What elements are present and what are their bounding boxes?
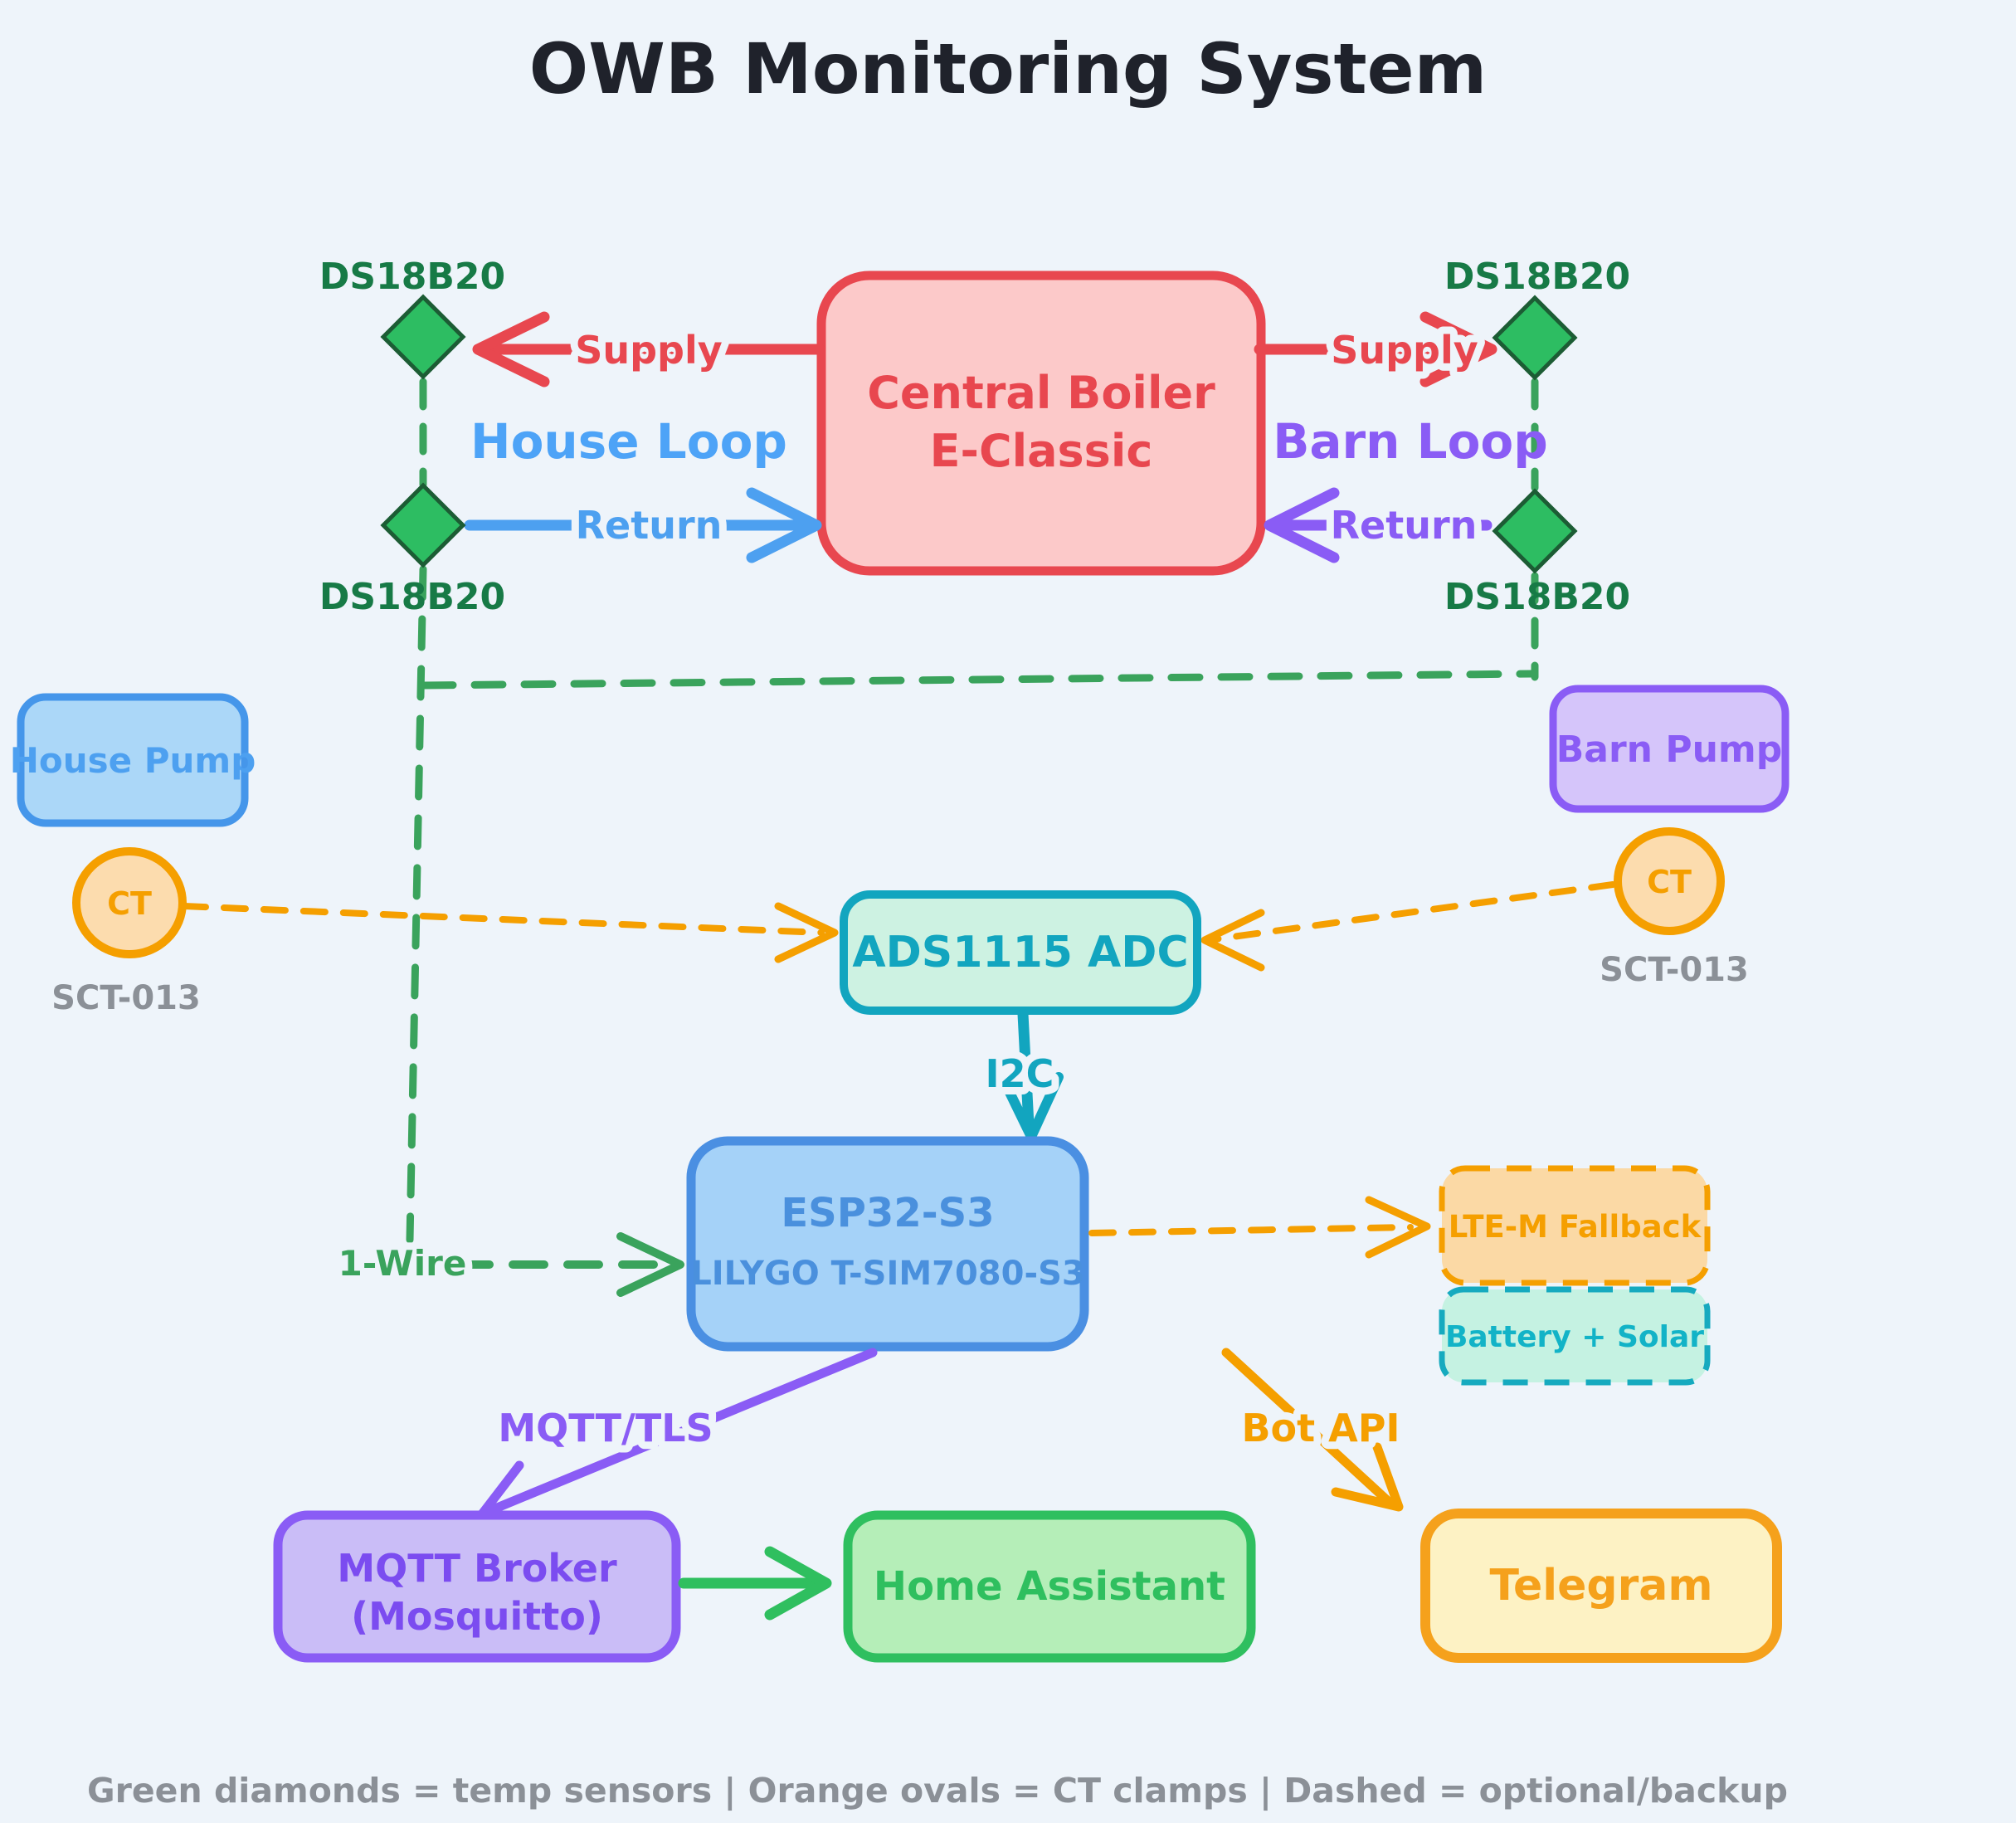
one-wire-label: 1-Wire xyxy=(338,1243,467,1284)
house-loop-label: House Loop xyxy=(470,413,787,470)
barn-pump-box xyxy=(1549,685,1790,813)
one-wire-arrowhead-icon xyxy=(616,1232,684,1297)
house-ct-oval-icon xyxy=(72,847,187,958)
ct-clamp-barn: CT SCT-013 xyxy=(1600,827,1749,989)
esp32-box xyxy=(686,1136,1089,1352)
central-boiler-label-line1: Central Boiler xyxy=(867,367,1215,419)
house-pump-label: House Pump xyxy=(10,740,256,781)
node-esp32: ESP32-S3 LILYGO T-SIM7080-S3 xyxy=(686,1136,1089,1352)
barn-supply-arrow: Supply xyxy=(1254,311,1497,388)
lte-fallback-label: LTE-M Fallback xyxy=(1449,1209,1702,1245)
mqtt-tls-arrow: MQTT/TLS xyxy=(476,1348,878,1527)
mqtt-tls-label: MQTT/TLS xyxy=(498,1406,713,1450)
barn-supply-label: Supply xyxy=(1331,328,1478,373)
mqtt-broker-label-line1: MQTT Broker xyxy=(337,1546,617,1591)
barn-supply-sensor-label: DS18B20 xyxy=(1444,256,1630,298)
house-ct-label: CT xyxy=(107,885,152,922)
node-lte-fallback: LTE-M Fallback xyxy=(1439,1165,1711,1286)
central-boiler-box xyxy=(816,271,1266,576)
house-ct-arrowhead-icon xyxy=(774,902,839,963)
house-return-label: Return xyxy=(576,503,723,548)
house-supply-sensor-diamond-icon xyxy=(380,294,466,380)
house-supply-arrow: Supply xyxy=(472,311,825,388)
ct-clamp-house: CT SCT-013 xyxy=(51,847,201,1017)
house-pump-box xyxy=(17,693,249,827)
home-assistant-box xyxy=(843,1510,1256,1663)
one-wire-vertical-line xyxy=(406,565,427,1244)
barn-supply-arrowhead-icon xyxy=(1419,311,1497,388)
i2c-line xyxy=(1017,1008,1035,1131)
bot-api-label: Bot API xyxy=(1241,1406,1400,1450)
footer-legend: Green diamonds = temp sensors | Orange o… xyxy=(87,1771,1788,1811)
barn-ct-oval-icon xyxy=(1614,827,1725,935)
barn-return-arrowhead-icon xyxy=(1264,487,1340,563)
barn-supply-sensor-diamond-icon xyxy=(1492,295,1578,381)
one-wire-arrow: 1-Wire xyxy=(331,1232,684,1297)
i2c-label: I2C xyxy=(986,1051,1054,1096)
barn-loop-label: Barn Loop xyxy=(1273,413,1548,470)
node-battery-solar: Battery + Solar xyxy=(1439,1286,1711,1386)
house-ct-link-line xyxy=(181,903,825,936)
house-supply-label: Supply xyxy=(575,328,723,373)
bot-api-line xyxy=(1221,1348,1392,1505)
node-telegram: Telegram xyxy=(1420,1509,1782,1663)
diagram-title: OWB Monitoring System xyxy=(529,28,1487,110)
house-return-sensor-label: DS18B20 xyxy=(319,576,505,618)
one-wire-bus-lines xyxy=(406,378,1539,1244)
node-adc: ADS1115 ADC xyxy=(840,890,1201,1015)
house-sct-label: SCT-013 xyxy=(51,979,201,1017)
lte-fallback-link xyxy=(1088,1196,1431,1259)
bot-api-arrowhead-icon xyxy=(1331,1442,1404,1512)
i2c-arrow: I2C xyxy=(978,1008,1064,1142)
barn-pump-label: Barn Pump xyxy=(1556,729,1783,771)
house-return-arrowhead-icon xyxy=(746,487,822,563)
ct-links xyxy=(181,881,1616,972)
mqtt-broker-label-line2: (Mosquitto) xyxy=(351,1594,603,1639)
node-central-boiler: Central Boiler E-Classic xyxy=(816,271,1266,576)
barn-ct-arrowhead-icon xyxy=(1200,909,1265,972)
node-barn-pump: Barn Pump xyxy=(1549,685,1790,813)
central-boiler-label-line2: E-Classic xyxy=(930,425,1153,477)
house-supply-sensor-label: DS18B20 xyxy=(319,256,505,298)
lte-fallback-box xyxy=(1439,1165,1711,1286)
barn-return-sensor-label: DS18B20 xyxy=(1444,576,1630,618)
sensor-bus-horizontal-line xyxy=(421,670,1536,690)
mqtt-to-ha-arrowhead-icon xyxy=(764,1546,832,1621)
telegram-box xyxy=(1420,1509,1782,1663)
house-return-arrow: Return xyxy=(464,487,822,563)
node-mqtt-broker: MQTT Broker (Mosquitto) xyxy=(273,1510,681,1663)
battery-solar-box xyxy=(1439,1286,1711,1386)
home-assistant-label: Home Assistant xyxy=(874,1563,1225,1610)
mqtt-tls-line xyxy=(486,1348,878,1515)
esp32-label-line2: LILYGO T-SIM7080-S3 xyxy=(690,1255,1084,1293)
barn-return-label: Return xyxy=(1331,503,1478,548)
lte-link-line xyxy=(1088,1224,1414,1236)
lte-arrowhead-icon xyxy=(1365,1196,1431,1259)
barn-sct-label: SCT-013 xyxy=(1600,951,1749,989)
node-house-pump: House Pump xyxy=(10,693,256,827)
house-supply-arrowhead-icon xyxy=(472,311,550,388)
barn-return-arrow: Return xyxy=(1264,487,1493,563)
barn-return-sensor-diamond-icon xyxy=(1492,488,1578,574)
barn-ct-label: CT xyxy=(1647,864,1692,900)
bot-api-arrow: Bot API xyxy=(1221,1348,1408,1512)
mqtt-to-ha-arrow xyxy=(678,1546,832,1621)
node-home-assistant: Home Assistant xyxy=(843,1510,1256,1663)
barn-ct-link-line xyxy=(1211,881,1616,943)
temp-sensors: DS18B20 DS18B20 DS18B20 DS18B20 xyxy=(319,256,1630,618)
esp32-label-line1: ESP32-S3 xyxy=(781,1190,994,1236)
battery-solar-label: Battery + Solar xyxy=(1445,1320,1704,1354)
house-return-sensor-diamond-icon xyxy=(380,482,466,568)
mqtt-broker-box xyxy=(273,1510,681,1663)
telegram-label: Telegram xyxy=(1489,1561,1712,1611)
adc-label: ADS1115 ADC xyxy=(852,928,1188,977)
